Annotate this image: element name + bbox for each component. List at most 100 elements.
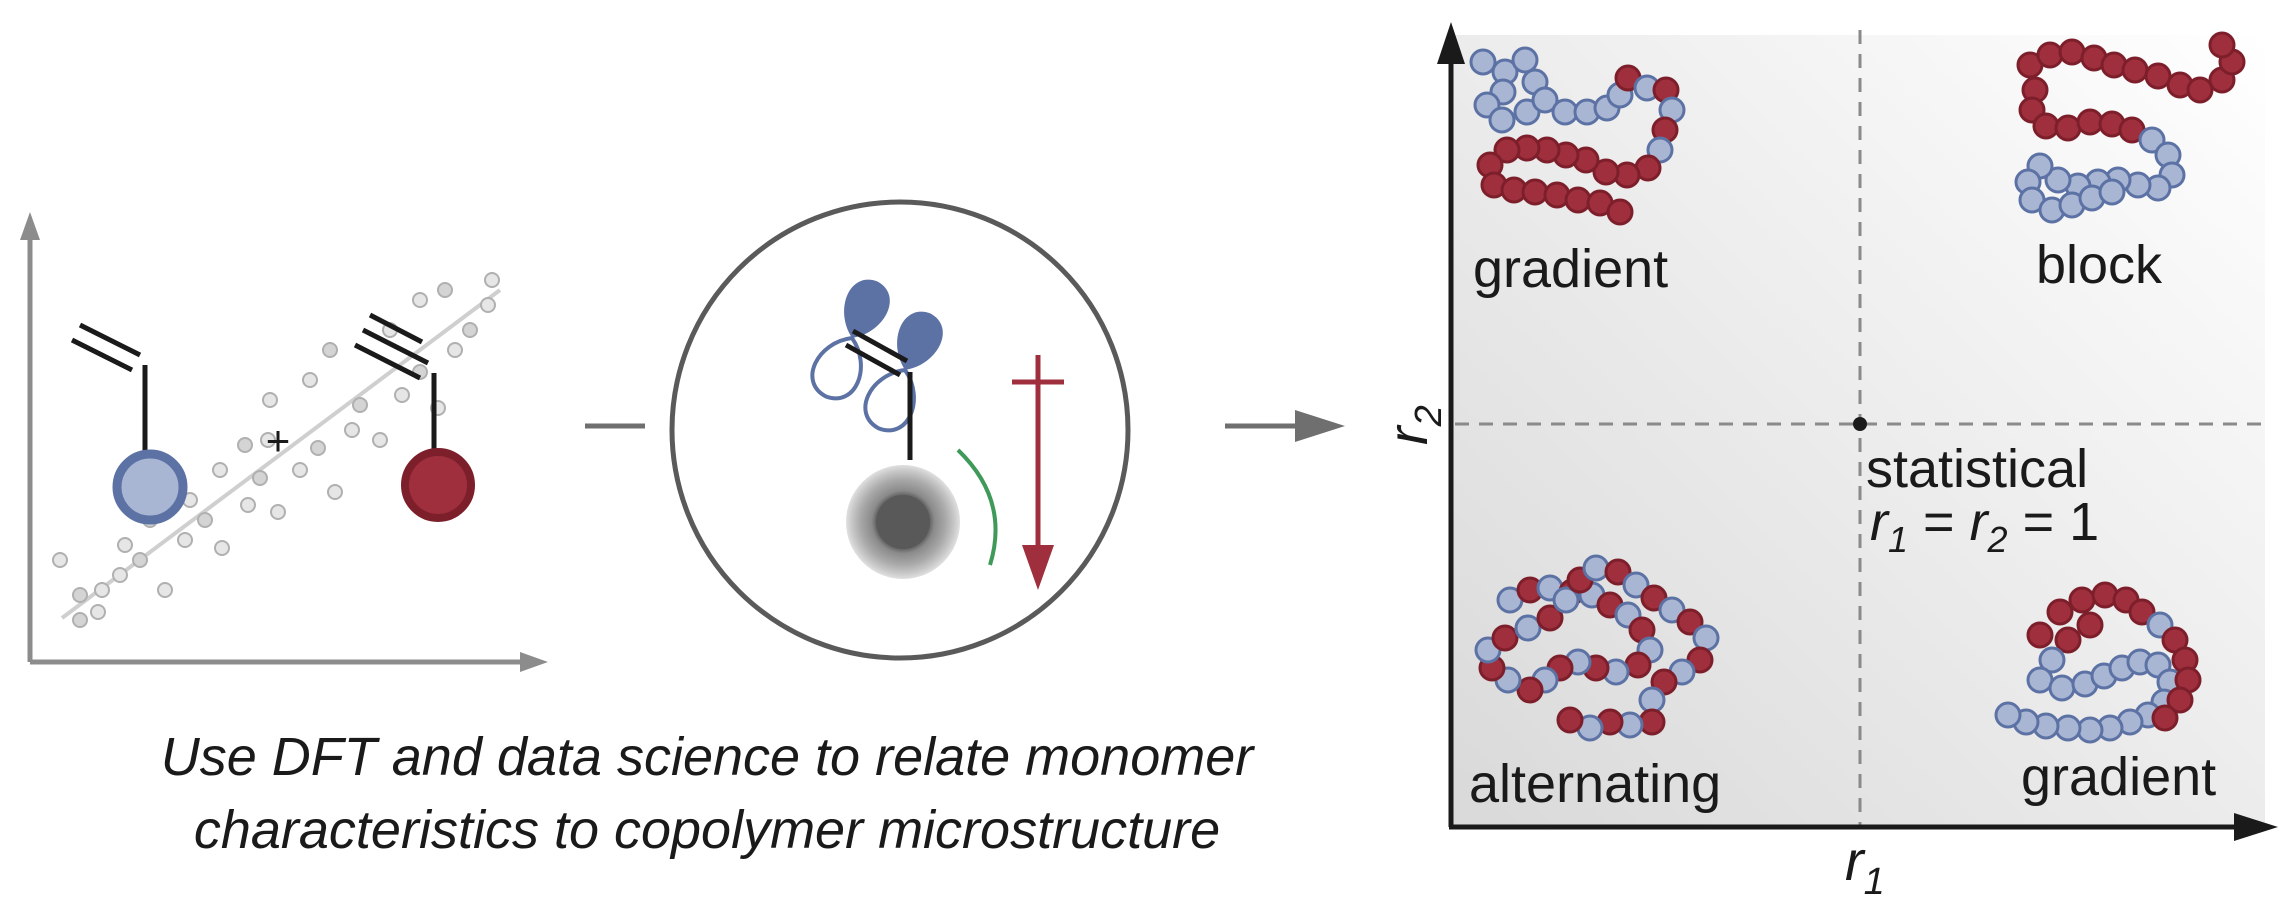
scatter-point (177, 532, 193, 548)
red-bead (2032, 112, 2060, 140)
scatter-point (72, 612, 88, 628)
plus-sign: + (266, 417, 291, 464)
descriptor-circle (669, 199, 1131, 661)
eq-eq2: = 1 (2008, 492, 2100, 552)
polymer-chains (1469, 31, 2246, 744)
eq-eq1: = (1908, 492, 1970, 552)
red-bead (1638, 708, 1666, 736)
scatter-point (292, 462, 308, 478)
left-axes (20, 212, 548, 672)
red-bead (2076, 108, 2104, 136)
caption-line-1: Use DFT and data science to relate monom… (161, 727, 1256, 787)
scatter-point (302, 372, 318, 388)
scatter-point (480, 297, 496, 313)
red-bead (2054, 626, 2082, 654)
y-axis-arrowhead (1437, 22, 1465, 64)
blue-bead (2054, 714, 2082, 742)
red-bead (2026, 621, 2054, 649)
label-gradient-bottom-right: gradient (2021, 747, 2216, 807)
scatter-point (112, 567, 128, 583)
scatter-point (90, 604, 106, 620)
red-bead (2186, 76, 2214, 104)
scatter-point (117, 537, 133, 553)
red-bead (1521, 178, 1549, 206)
blue-bead (1514, 614, 1542, 642)
steric-arc (956, 448, 998, 566)
blue-bead (2038, 646, 2066, 674)
scatter-point (310, 440, 326, 456)
label-statistical: statistical (1866, 439, 2088, 499)
scatter-point (94, 582, 110, 598)
blue-monomer (70, 322, 188, 525)
x-axis-symbol: r (1845, 829, 1866, 892)
caption-line-2: characteristics to copolymer microstruct… (194, 800, 1220, 860)
red-bead (1592, 158, 1620, 186)
blue-bead (1638, 686, 1666, 714)
blue-monomer-circle (112, 449, 188, 525)
red-bead (1676, 608, 1704, 636)
label-alternating: alternating (1469, 754, 1721, 814)
blue-bead (1551, 98, 1579, 126)
blue-bead (1469, 48, 1497, 76)
scatter-point (252, 470, 268, 486)
eq-sub2: 2 (1987, 519, 2008, 560)
scatter-point (437, 282, 453, 298)
red-bead (1516, 676, 1544, 704)
red-bead (1606, 198, 1634, 226)
x-axis-arrowhead (2234, 813, 2278, 841)
red-monomer-circle (401, 448, 475, 522)
y-axis-symbol: r (1376, 424, 1439, 445)
x-axis-subscript: 1 (1864, 861, 1885, 903)
x-axis-label: r1 (1845, 829, 1885, 903)
scatter-point (72, 587, 88, 603)
red-bead (1493, 136, 1521, 164)
quadrant-plot: gradient block alternating gradient stat… (1376, 22, 2278, 903)
scatter-point (322, 342, 338, 358)
scatter-point (212, 462, 228, 478)
eq-r1: r (1870, 492, 1890, 552)
red-bead (1604, 558, 1632, 586)
scatter-point (237, 437, 253, 453)
red-bead (2208, 31, 2236, 59)
substituent-core-center (876, 495, 930, 549)
scatter-point (412, 292, 428, 308)
p-orbital-icon (810, 279, 943, 460)
blue-bead (1552, 586, 1580, 614)
scatter-point (240, 497, 256, 513)
blue-bead (2098, 178, 2126, 206)
blue-bead (1994, 701, 2022, 729)
blue-bead (1488, 106, 1516, 134)
chain-alternating (1474, 554, 1720, 742)
left-panel: + (20, 212, 548, 672)
blue-bead (1582, 554, 1610, 582)
red-bead (2068, 586, 2096, 614)
scatter-point (197, 512, 213, 528)
scatter-point (344, 422, 360, 438)
chain-gradient-top-left (1469, 46, 1686, 226)
red-bead (2121, 56, 2149, 84)
red-bead (2046, 598, 2074, 626)
red-bead (2054, 114, 2082, 142)
caption: Use DFT and data science to relate monom… (161, 727, 1256, 860)
chain-block-top-right (2014, 31, 2246, 224)
blue-bead (2044, 166, 2072, 194)
red-bead (1564, 186, 1592, 214)
blue-bead (1531, 86, 1559, 114)
arrow-to-plot (1225, 410, 1345, 442)
scatter-point (484, 272, 500, 288)
eq-r2: r (1970, 492, 1990, 552)
center-point (1853, 417, 1867, 431)
red-bead (2036, 41, 2064, 69)
blue-bead (1622, 571, 1650, 599)
blue-bead (2076, 716, 2104, 744)
blue-bead (1511, 46, 1539, 74)
red-bead (1491, 624, 1519, 652)
scatter-point (52, 552, 68, 568)
scatter-point (462, 322, 478, 338)
scatter-point (157, 582, 173, 598)
dipole-arrow (1012, 355, 1064, 590)
red-bead (2144, 62, 2172, 90)
y-axis-subscript: 2 (1408, 405, 1450, 427)
scatter-point (260, 432, 276, 448)
label-gradient-top-left: gradient (1473, 239, 1668, 299)
